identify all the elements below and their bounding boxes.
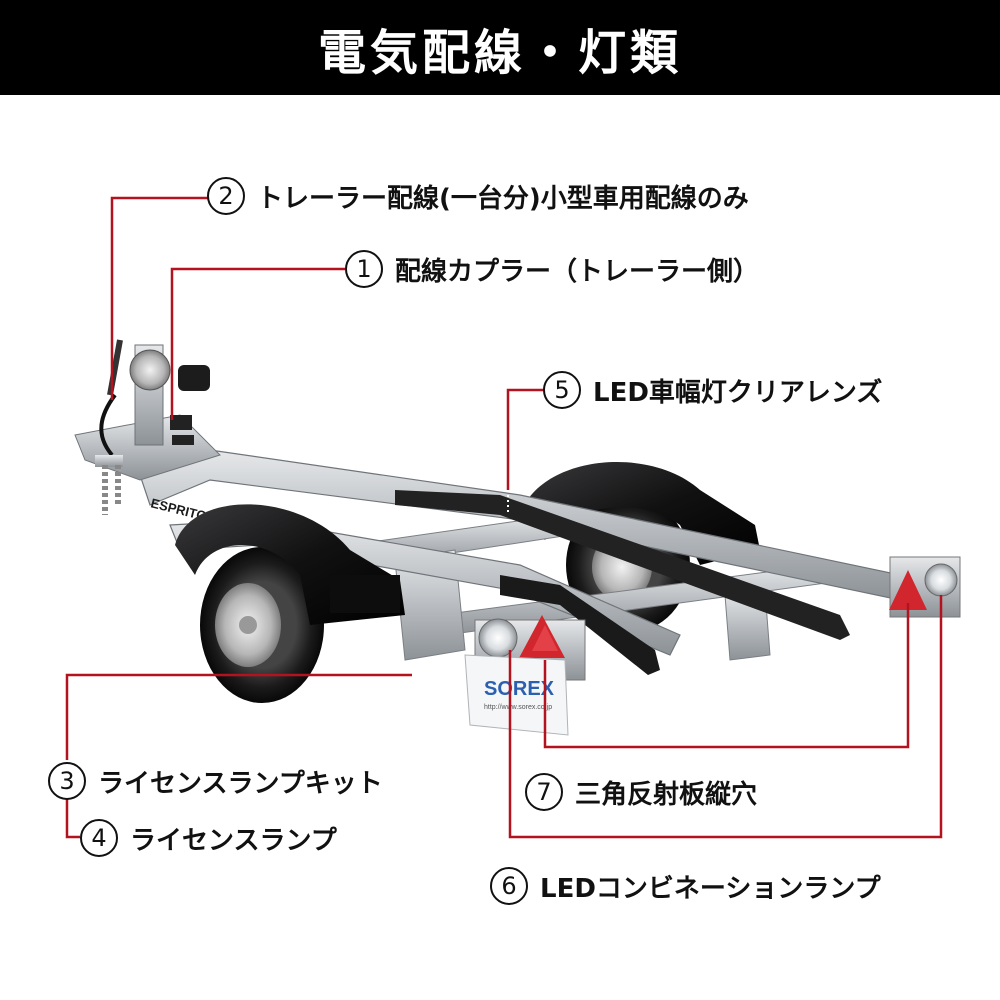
callout-text: ライセンスランプ <box>130 825 337 856</box>
leader-2 <box>110 196 208 400</box>
leader-1 <box>170 267 345 420</box>
callout-trailer-wiring: 2 トレーラー配線(一台分)小型車用配線のみ <box>207 177 749 215</box>
leader-5 <box>506 388 545 490</box>
callout-number: 4 <box>80 819 118 857</box>
callout-triangle-reflector: 7 三角反射板縦穴 <box>525 773 757 811</box>
page-title: 電気配線・灯類 <box>317 24 682 81</box>
leader-6 <box>508 595 943 839</box>
callout-text: LEDコンビネーションランプ <box>540 873 881 904</box>
callout-license-lamp-kit: 3 ライセンスランプキット <box>48 762 383 800</box>
tongue-winch <box>74 339 221 515</box>
trailer-illustration: ESPRITO SOREX http://www.sorex.co.jp <box>65 196 961 839</box>
callout-text: LED車幅灯クリアレンズ <box>593 377 883 408</box>
page-header: 電気配線・灯類 <box>0 0 1000 95</box>
callout-number: 3 <box>48 762 86 800</box>
trailer-scene: ESPRITO SOREX http://www.sorex.co.jp <box>0 95 1000 1000</box>
plate-url: http://www.sorex.co.jp <box>484 704 552 711</box>
callout-text: トレーラー配線(一台分)小型車用配線のみ <box>257 183 749 214</box>
leader-7 <box>543 603 910 749</box>
callout-number: 5 <box>543 371 581 409</box>
callout-wiring-coupler: 1 配線カプラー（トレーラー側） <box>345 250 759 288</box>
callout-number: 1 <box>345 250 383 288</box>
callout-number: 2 <box>207 177 245 215</box>
fender-rear-block <box>330 575 400 613</box>
near-wheel <box>200 547 324 703</box>
callout-led-combination-lamp: 6 LEDコンビネーションランプ <box>490 867 881 905</box>
rear-right-lamp-bracket <box>889 556 961 618</box>
callout-text: ライセンスランプキット <box>98 768 383 799</box>
plate-brand: SOREX <box>484 678 555 700</box>
callout-leaders <box>65 196 943 839</box>
leader-3 <box>65 673 412 760</box>
callout-number: 7 <box>525 773 563 811</box>
bunks <box>395 490 850 675</box>
callout-text: 三角反射板縦穴 <box>575 779 758 810</box>
license-plate: SOREX http://www.sorex.co.jp <box>464 654 569 736</box>
leader-4 <box>65 792 80 839</box>
callout-text: 配線カプラー（トレーラー側） <box>395 256 760 287</box>
callout-number: 6 <box>490 867 528 905</box>
callout-license-lamp: 4 ライセンスランプ <box>80 819 337 857</box>
callout-led-side-marker: 5 LED車幅灯クリアレンズ <box>543 371 882 409</box>
